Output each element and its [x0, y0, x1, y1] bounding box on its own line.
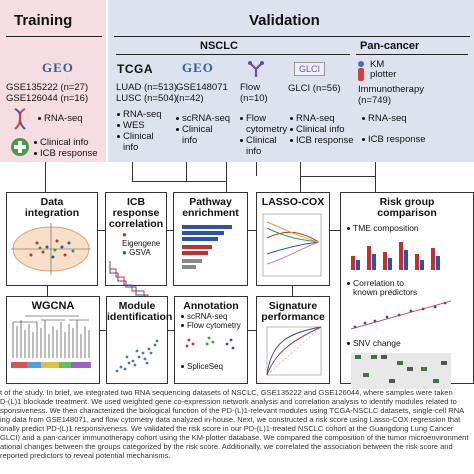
lasso-path-plot: [262, 213, 322, 277]
training-rule: [6, 36, 102, 37]
connector: [246, 330, 256, 332]
geo-logo: GEO: [42, 60, 74, 75]
connector: [256, 162, 258, 176]
training-datasets: GSE135222 (n=27) GSE126044 (n=16): [6, 82, 89, 104]
annotation-items: scRNA-seq Flow cytometry: [181, 312, 247, 330]
validation-header: Validation: [249, 12, 320, 29]
tme-label: TME composition: [347, 223, 473, 234]
enrichment-bar-plot: [182, 225, 232, 269]
lasso-cox-box: LASSO-COX: [256, 192, 330, 286]
geo-logo-2: GEO: [182, 60, 214, 75]
spliceseq-label: SpliceSeq: [181, 361, 247, 372]
connector: [132, 162, 134, 182]
known-predictor-scatter: [350, 300, 452, 330]
connector: [166, 330, 174, 332]
tcga-logo: TCGA: [117, 62, 153, 76]
connector: [186, 162, 188, 182]
tcga-datasets: LUAD (n=513)LUSC (n=504): [116, 82, 177, 104]
connector: [246, 230, 256, 232]
connector: [132, 181, 227, 183]
pca-scatter-plot: [11, 223, 91, 275]
wgcna-label: WGCNA: [31, 300, 75, 312]
annotation-box: Annotation scRNA-seq Flow cytometry Spli…: [174, 296, 248, 384]
validation-rule: [114, 36, 470, 37]
flow-datasets: Flow(n=10): [240, 82, 268, 104]
annotation-label: Annotation: [183, 300, 239, 312]
correlation-known-label: Correlation to known predictors: [347, 279, 473, 297]
pancancer-header: Pan-cancer: [360, 40, 420, 52]
connector: [97, 230, 105, 232]
dna-icon: [14, 108, 26, 130]
connector: [226, 162, 228, 192]
connector: [328, 230, 340, 232]
connector: [45, 162, 47, 192]
flow-bullets: Flow cytometry Clinical info: [240, 113, 287, 157]
wgcna-box: WGCNA: [6, 296, 100, 384]
roc-curve-plot: [266, 326, 322, 376]
connector: [47, 284, 49, 296]
training-header: Training: [14, 12, 73, 29]
nsclc-rule: [116, 54, 350, 55]
icb-legend: ● Eigengene ● GSVA: [122, 230, 161, 257]
snv-label: SNV change: [347, 338, 473, 349]
training-panel: [0, 0, 106, 162]
nsclc-header: NSCLC: [200, 40, 238, 52]
tcga-bullets: RNA-seq WES Clinical info: [117, 109, 162, 153]
km-datasets: Immunotherapy(n=749): [358, 84, 425, 106]
umap-plot: [185, 336, 235, 350]
person-icon: [358, 61, 364, 81]
connector: [375, 162, 377, 192]
dendrogram-plot: [11, 315, 91, 368]
connector: [165, 230, 173, 232]
km-bullets: RNA-seq ICB response: [362, 113, 426, 145]
snv-oncoplot: [351, 353, 451, 389]
connector: [98, 330, 106, 332]
antibody-icon: [248, 61, 264, 77]
glci-bullets: RNA-seq Clinical info ICB response: [290, 113, 354, 146]
lasso-label: LASSO-COX: [261, 196, 325, 208]
module-scatter-plot: [115, 339, 159, 373]
pancancer-rule: [356, 54, 468, 55]
connector: [300, 176, 376, 178]
medical-cross-icon: [11, 138, 29, 156]
glci-datasets: GLCI (n=56): [288, 83, 341, 94]
glci-logo: GLCI: [294, 62, 326, 76]
figure-caption: t of the study. In brief, we integrated …: [0, 388, 469, 460]
geo-datasets: GSE148071(n=42): [176, 82, 228, 104]
training-assay: RNA-seq: [38, 113, 83, 124]
validation-panel: [108, 0, 474, 162]
geo-bullets: scRNA-seq Clinical info: [176, 113, 230, 146]
training-clinical: Clinical info ICB response: [34, 137, 98, 159]
kmplotter-logo: KM plotter: [370, 59, 397, 80]
tme-bar-plot: [351, 242, 440, 270]
connector: [292, 284, 294, 296]
